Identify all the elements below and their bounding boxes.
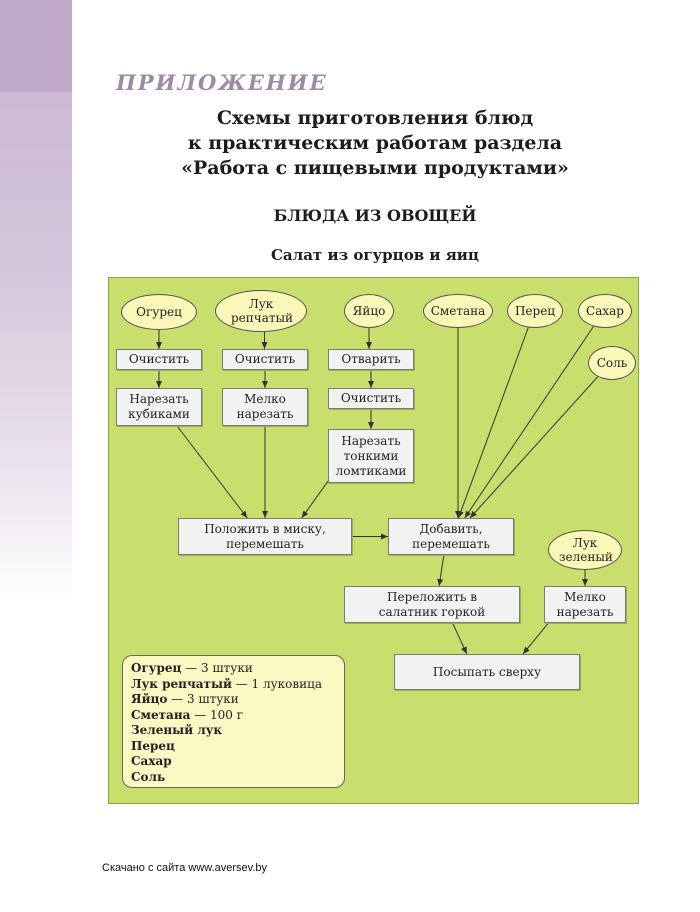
recipe-line: Зеленый лук	[131, 723, 336, 739]
step-egg-clean: Очистить	[328, 388, 414, 409]
recipe-ingredients-card: Огурец — 3 штуки Лук репчатый — 1 лукови…	[122, 655, 345, 788]
recipe-line: Сметана — 100 г	[131, 708, 336, 724]
step-egg-boil: Отварить	[328, 349, 414, 370]
page-title: Схемы приготовления блюд к практическим …	[120, 106, 630, 181]
recipe-item-name: Соль	[131, 769, 166, 784]
recipe-line: Соль	[131, 770, 336, 786]
ingredient-onion-node: Лук репчатый	[215, 290, 307, 332]
recipe-item-name: Перец	[131, 738, 175, 753]
ingredient-egg-label: Яйцо	[352, 304, 386, 318]
ingredient-sour-cream-label: Сметана	[430, 304, 486, 318]
appendix-label: ПРИЛОЖЕНИЕ	[116, 70, 328, 95]
ingredient-sour-cream-node: Сметана	[423, 294, 493, 328]
ingredient-sugar-label: Сахар	[586, 304, 624, 318]
ingredient-pepper-label: Перец	[514, 304, 556, 318]
recipe-item-name: Сахар	[131, 754, 172, 768]
step-green-cut: Мелко нарезать	[544, 586, 626, 623]
recipe-line: Сахар	[131, 754, 336, 770]
ingredient-salt-node: Соль	[588, 346, 636, 380]
ingredient-pepper-node: Перец	[507, 294, 563, 328]
ingredient-green-onion-node: Лук зеленый	[548, 530, 622, 570]
diagram-subtitle: Салат из огурцов и яиц	[270, 246, 480, 264]
ingredient-egg-node: Яйцо	[344, 294, 394, 328]
side-strip-notch	[0, 0, 72, 92]
title-line-1: Схемы приготовления блюд	[216, 107, 534, 129]
decorative-side-strip	[0, 0, 72, 600]
step-egg-cut: Нарезать тонкими ломтиками	[328, 429, 414, 483]
section-title: БЛЮДА ИЗ ОВОЩЕЙ	[273, 206, 477, 225]
title-line-2: к практическим работам раздела	[187, 132, 563, 154]
step-cucumber-cut: Нарезать кубиками	[116, 388, 202, 426]
step-transfer: Переложить в салатник горкой	[344, 586, 520, 623]
step-cucumber-clean: Очистить	[116, 349, 202, 370]
recipe-item-amount: — 3 штуки	[181, 661, 253, 675]
ingredient-salt-label: Соль	[596, 356, 628, 370]
ingredient-onion-label: Лук репчатый	[231, 297, 294, 325]
ingredient-cucumber-node: Огурец	[121, 294, 197, 330]
recipe-line: Огурец — 3 штуки	[131, 661, 336, 677]
recipe-item-name: Огурец	[131, 661, 182, 675]
recipe-line: Лук репчатый — 1 луковица	[131, 677, 336, 693]
ingredient-sugar-node: Сахар	[578, 294, 632, 328]
step-bowl-mix: Положить в миску, перемешать	[178, 518, 352, 555]
recipe-item-name: Зеленый лук	[131, 723, 223, 737]
recipe-item-name: Сметана	[131, 707, 191, 722]
recipe-line: Яйцо — 3 штуки	[131, 692, 336, 708]
step-onion-cut: Мелко нарезать	[222, 388, 308, 426]
recipe-item-amount: — 100 г	[190, 707, 244, 722]
recipe-item-amount: — 3 штуки	[167, 692, 239, 706]
step-sprinkle: Посыпать сверху	[394, 654, 580, 690]
recipe-item-amount: — 1 луковица	[231, 676, 322, 691]
recipe-item-name: Яйцо	[131, 692, 168, 706]
ingredient-green-onion-label: Лук зеленый	[559, 536, 613, 564]
recipe-line: Перец	[131, 739, 336, 755]
download-source-footer: Скачано с сайта www.aversev.by	[102, 862, 268, 874]
ingredient-cucumber-label: Огурец	[136, 305, 182, 319]
title-line-3: «Работа с пищевыми продуктами»	[181, 157, 569, 179]
step-onion-clean: Очистить	[222, 349, 308, 370]
recipe-item-name: Лук репчатый	[131, 676, 232, 691]
step-add-mix: Добавить, перемешать	[388, 518, 514, 555]
